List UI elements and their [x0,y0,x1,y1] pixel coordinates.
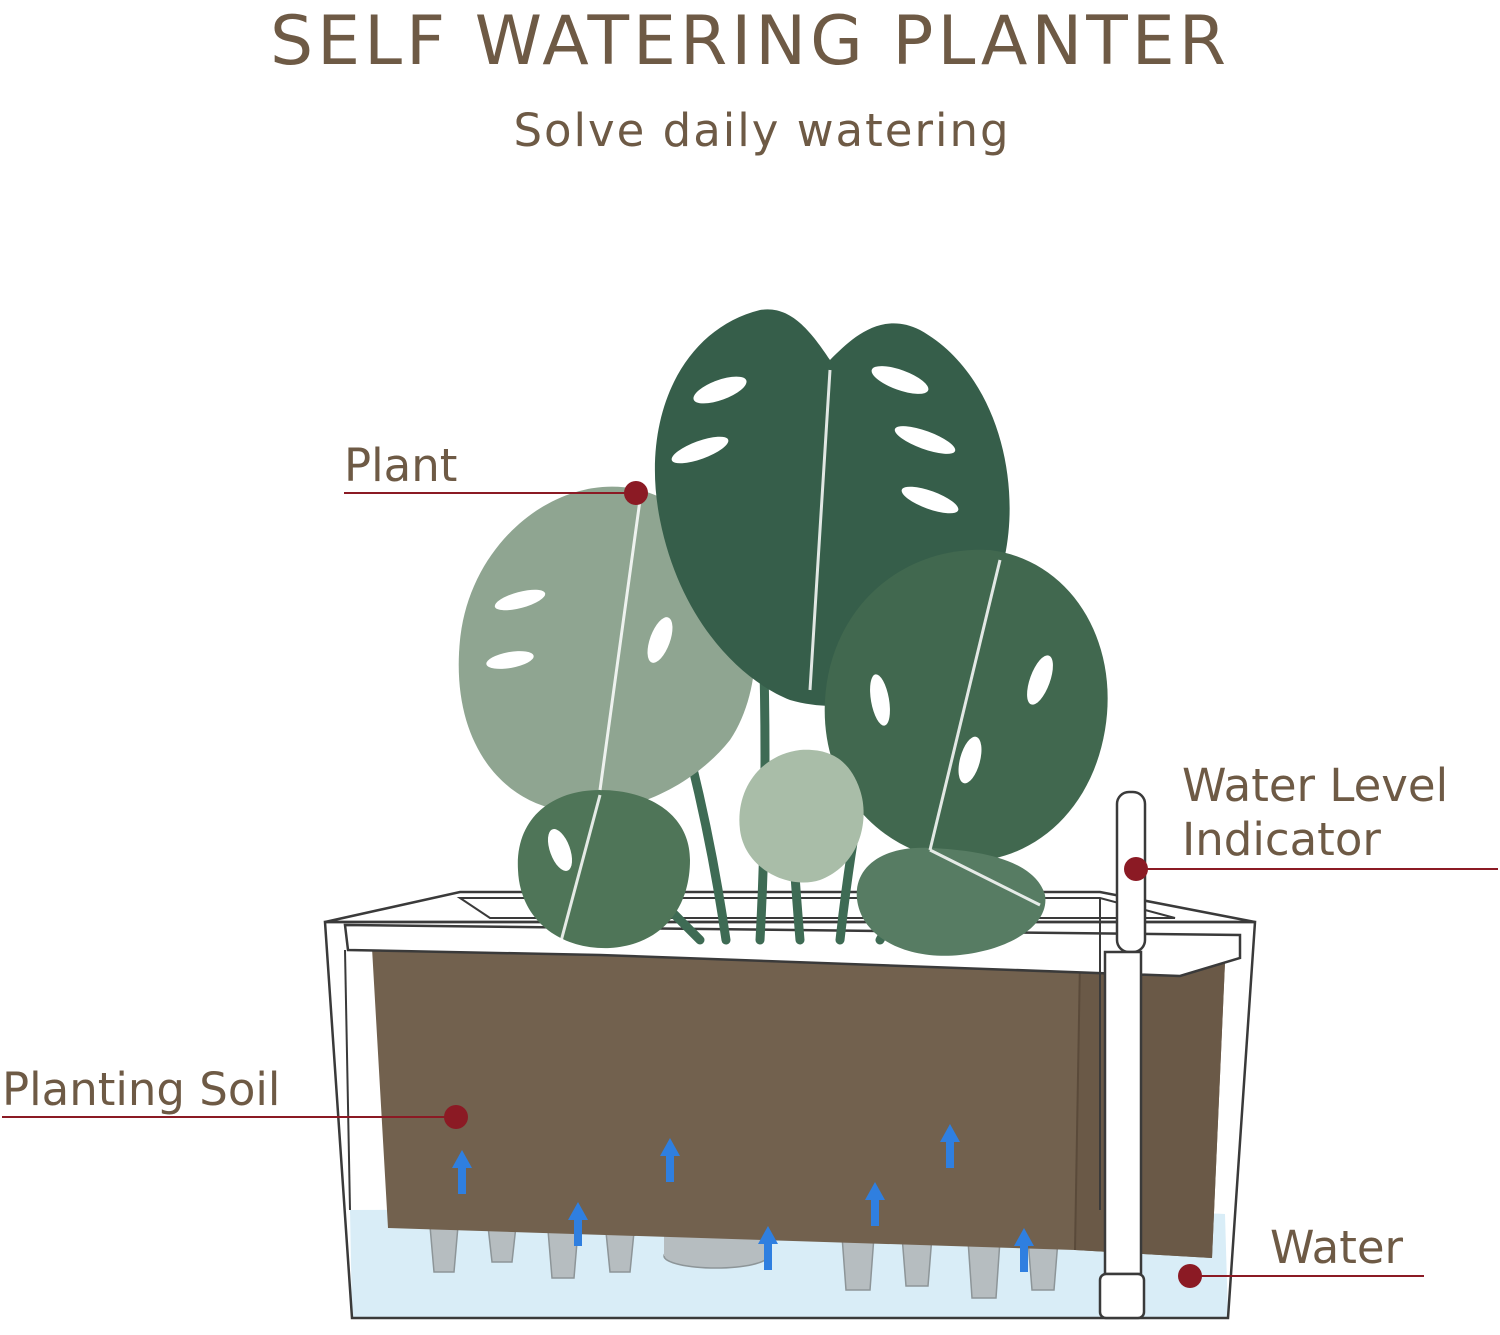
water-level-indicator-label-line2: Indicator [1182,813,1381,866]
capillary-arrow [865,1182,885,1226]
water-level-indicator-label-line1: Water Level [1182,759,1449,812]
capillary-arrow [1014,1228,1034,1272]
capillary-arrow [940,1124,960,1168]
planting-soil-label: Planting Soil [2,1063,281,1116]
plant-label: Plant [344,439,458,492]
water-callout-dot [1178,1264,1202,1288]
diagram-subtitle: Solve daily watering [513,104,1011,157]
indicator-callout-dot [1124,857,1148,881]
callouts [2,492,1498,1277]
capillary-arrow [452,1150,472,1194]
soil-liner [372,948,1225,1258]
monstera-plant [458,309,1108,956]
capillary-arrow [758,1226,778,1270]
capillary-arrow [660,1138,680,1182]
soil-callout-dot [444,1105,468,1129]
capillary-arrows [452,1124,1034,1272]
water-level-indicator-tube [1098,790,1147,1320]
capillary-arrow [568,1202,588,1246]
plant-callout-dot [624,481,648,505]
water-label: Water [1270,1221,1404,1274]
diagram-title: SELF WATERING PLANTER [269,2,1231,81]
soil-liner-side [1075,960,1225,1258]
